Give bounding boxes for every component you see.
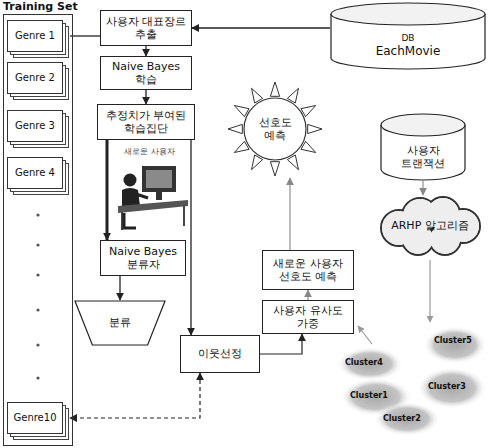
node-text: 선호도 예측	[247, 116, 303, 142]
cluster-label: Cluster4	[345, 359, 383, 368]
cluster-label: Cluster5	[434, 337, 472, 346]
node-text: Genre 1	[15, 30, 55, 42]
connector-arrow	[106, 140, 109, 240]
continuation-dots	[36, 213, 39, 379]
trapezoid-box: 분류	[74, 300, 166, 346]
monitor	[142, 166, 176, 192]
node-text: Genre 4	[15, 167, 55, 179]
process-box: 사용자 대표장르 추출	[100, 10, 192, 46]
cluster-label: Cluster3	[428, 383, 466, 392]
clusters-to-weight-arrow	[358, 326, 372, 344]
cluster-label: Cluster1	[350, 392, 388, 401]
node-text: Genre10	[13, 412, 56, 424]
sun-shape: 선호도 예측	[225, 80, 325, 178]
desk	[118, 200, 188, 213]
node-text: ARHP 알고리즘	[391, 219, 469, 232]
arhp-to-clusters-arrow	[429, 260, 430, 322]
node-text: 새로운 사용자 선호도 예측	[267, 257, 349, 283]
connector-arrow	[260, 334, 302, 354]
genre-box: Genre10	[7, 402, 63, 434]
connector-arrow	[192, 27, 330, 28]
new-user-illustration	[118, 166, 188, 230]
genre-box: Genre 3	[7, 110, 63, 142]
training-set-column: Training SetGenre 1Genre 2Genre 3Genre 4…	[3, 0, 73, 446]
node-text: 사용자 유사도 가중	[267, 304, 349, 330]
node-text: Naive Bayes 분류자	[105, 245, 181, 271]
node-text: 사용자 대표장르 추출	[105, 15, 187, 41]
person-head	[124, 174, 137, 187]
process-box: Naive Bayes 학습	[100, 56, 192, 90]
genre-box: Genre 1	[7, 20, 63, 52]
connector-arrow	[70, 373, 200, 418]
node-text: DB	[401, 33, 414, 44]
connector-arrow	[190, 140, 191, 335]
person-body	[122, 188, 140, 206]
genre-box: Genre 2	[7, 62, 63, 94]
connector-arrow	[145, 46, 146, 56]
genre-box: Genre 4	[7, 157, 63, 189]
annotation-label: 새로운 사용자	[124, 148, 175, 157]
node-text: 사용자 트랜잭션	[384, 144, 462, 170]
connector-arrow	[145, 90, 146, 104]
screen	[146, 170, 172, 188]
cluster-label: Cluster2	[383, 415, 421, 424]
connector-arrow	[422, 181, 423, 195]
node-text: Genre 2	[15, 72, 55, 84]
cloud-shape: ARHP 알고리즘	[375, 195, 485, 257]
person-arm	[136, 194, 148, 198]
node-text: Genre 3	[15, 120, 55, 132]
chair	[124, 213, 136, 228]
monitor-stand	[156, 192, 162, 200]
connector-arrow	[119, 276, 120, 300]
node-text: EachMovie	[376, 44, 441, 58]
process-box: 이웃선정	[180, 335, 260, 373]
column-heading: Training Set	[3, 0, 78, 13]
process-box: 새로운 사용자 선호도 예측	[262, 250, 354, 290]
node-text: Naive Bayes 학습	[105, 60, 187, 86]
process-box: 사용자 유사도 가중	[262, 300, 354, 334]
process-box: 추정치가 부여된 학습집단	[97, 104, 195, 140]
node-text: 이웃선정	[198, 347, 242, 360]
node-text: 추정치가 부여된 학습집단	[102, 109, 190, 135]
node-text: 분류	[109, 316, 131, 329]
connector-arrow	[307, 290, 308, 300]
database-cylinder: 사용자 트랜잭션	[380, 113, 466, 181]
cluster-blobs	[337, 326, 487, 436]
connector-arrow	[70, 35, 100, 36]
desk-legs	[122, 206, 184, 230]
connector-arrow	[289, 178, 290, 250]
database-cylinder: DBEachMovie	[330, 2, 486, 70]
process-box: Naive Bayes 분류자	[100, 240, 186, 276]
